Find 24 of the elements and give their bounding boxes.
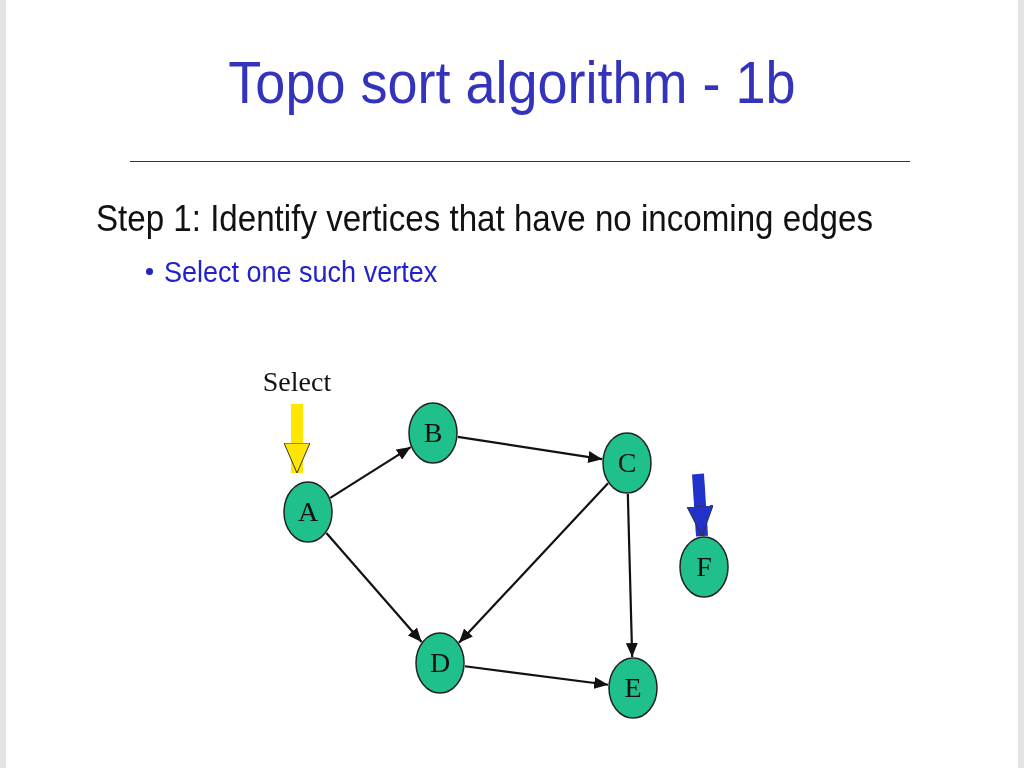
vertex-circle (679, 536, 729, 598)
arrow (625, 493, 638, 658)
vertex-circle (602, 432, 652, 494)
arrow (458, 482, 609, 644)
block-arrow (686, 473, 714, 537)
vertex-circle (415, 632, 465, 694)
vertex-label: D (428, 646, 452, 680)
bullet-text: Select one such vertex (164, 255, 438, 289)
step-text: Step 1: Identify vertices that have no incoming edges (96, 198, 873, 240)
block-arrow (283, 404, 311, 474)
arrow (464, 665, 609, 689)
vertex-circle (408, 402, 458, 464)
vertex-label: F (695, 550, 713, 584)
vertex-circle (283, 481, 333, 543)
vertex-label: E (623, 671, 643, 705)
vertex-label: C (616, 446, 638, 480)
arrow (457, 435, 603, 463)
select-label: Select (252, 364, 342, 400)
vertex-circle (608, 657, 658, 719)
vertex-label: B (422, 416, 444, 450)
arrow (325, 532, 423, 643)
vertex-label: A (296, 495, 320, 529)
arrow (329, 446, 412, 499)
slide-title: Topo sort algorithm - 1b (227, 48, 797, 117)
